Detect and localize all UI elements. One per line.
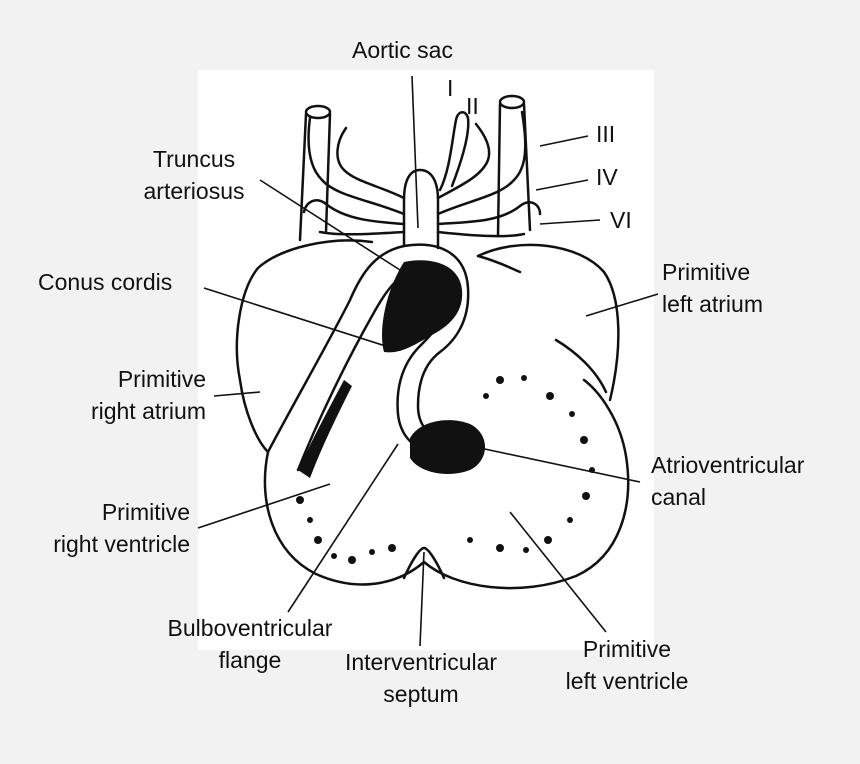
- label-pla-line1: Primitive: [662, 259, 751, 285]
- av-canal-lumen: [410, 420, 485, 474]
- left-atrium-fold: [554, 338, 608, 394]
- label-ivs-line2: septum: [383, 681, 459, 707]
- label-pra-line2: right atrium: [90, 398, 206, 424]
- arch-right-fourth: [436, 230, 526, 238]
- label-interventricular-septum: Interventricular septum: [326, 646, 516, 710]
- label-pla-line2: left atrium: [662, 291, 763, 317]
- leader-bulbo: [287, 443, 399, 613]
- atrial-roof: [476, 254, 522, 274]
- aortic-sac-stem: [402, 168, 440, 250]
- arch-left-inner: [336, 126, 406, 200]
- leader-av-canal: [479, 447, 641, 483]
- label-truncus-line1: Truncus: [152, 146, 236, 172]
- arch-right-inner: [436, 122, 491, 200]
- dorsal-aorta-right: [498, 94, 526, 110]
- leader-right-ventricle: [197, 483, 331, 529]
- right-atrium-outline: [235, 239, 374, 454]
- leader-aortic-sac: [411, 75, 419, 229]
- leader-left-atrium: [585, 293, 659, 317]
- label-primitive-left-atrium: Primitive left atrium: [662, 256, 763, 320]
- label-bulbo-line2: flange: [218, 647, 282, 673]
- leader-right-atrium: [213, 391, 261, 397]
- label-av-line1: Atrioventricular: [651, 452, 805, 478]
- label-truncus-line2: arteriosus: [143, 178, 245, 204]
- dorsal-aorta-right-wall: [496, 102, 532, 238]
- label-plv-line1: Primitive: [582, 636, 672, 662]
- truncus-lumen: [382, 260, 463, 353]
- label-primitive-right-ventricle: Primitive right ventricle: [22, 496, 190, 560]
- label-bulbo-line1: Bulboventricular: [167, 615, 333, 641]
- label-bulboventricular-flange: Bulboventricular flange: [150, 612, 350, 676]
- label-primitive-left-ventricle: Primitive left ventricle: [552, 633, 702, 697]
- leader-conus: [203, 287, 399, 351]
- label-arch-4: IV: [596, 164, 618, 190]
- label-prv-line1: Primitive: [101, 499, 190, 525]
- arch-one-loop: [438, 111, 470, 192]
- label-av-line2: canal: [651, 484, 706, 510]
- label-prv-line2: right ventricle: [53, 531, 190, 557]
- ventricle-outline: [263, 378, 630, 590]
- leader-interventricular: [419, 551, 425, 647]
- septum-notch: [402, 546, 446, 580]
- label-atrioventricular-canal: Atrioventricular canal: [651, 449, 804, 513]
- dorsal-aorta-left: [304, 104, 332, 120]
- conus-dark-wall: [298, 380, 352, 478]
- label-arch-1: I: [447, 75, 454, 101]
- label-arch-2: II: [466, 93, 479, 119]
- leader-arch-3: [539, 135, 589, 147]
- leader-truncus: [259, 179, 401, 271]
- label-plv-line2: left ventricle: [565, 668, 689, 694]
- left-atrium-outline: [476, 243, 620, 402]
- leader-left-ventricle: [509, 511, 607, 633]
- label-ivs-line1: Interventricular: [344, 649, 498, 675]
- label-truncus-arteriosus: Truncus arteriosus: [134, 143, 254, 207]
- dorsal-aorta-left-wall: [298, 112, 332, 242]
- label-conus-cordis: Conus cordis: [38, 269, 173, 295]
- leader-arch-6: [539, 219, 601, 225]
- label-arch-6: VI: [610, 207, 632, 233]
- arch-left-outer: [307, 116, 406, 216]
- leader-arch-4: [535, 179, 589, 191]
- label-pra-line1: Primitive: [117, 366, 206, 392]
- illustration-panel: [198, 70, 654, 650]
- label-arch-3: III: [596, 121, 616, 147]
- arch-right-third: [436, 201, 542, 226]
- label-aortic-sac: Aortic sac: [352, 37, 453, 63]
- label-primitive-right-atrium: Primitive right atrium: [56, 363, 206, 427]
